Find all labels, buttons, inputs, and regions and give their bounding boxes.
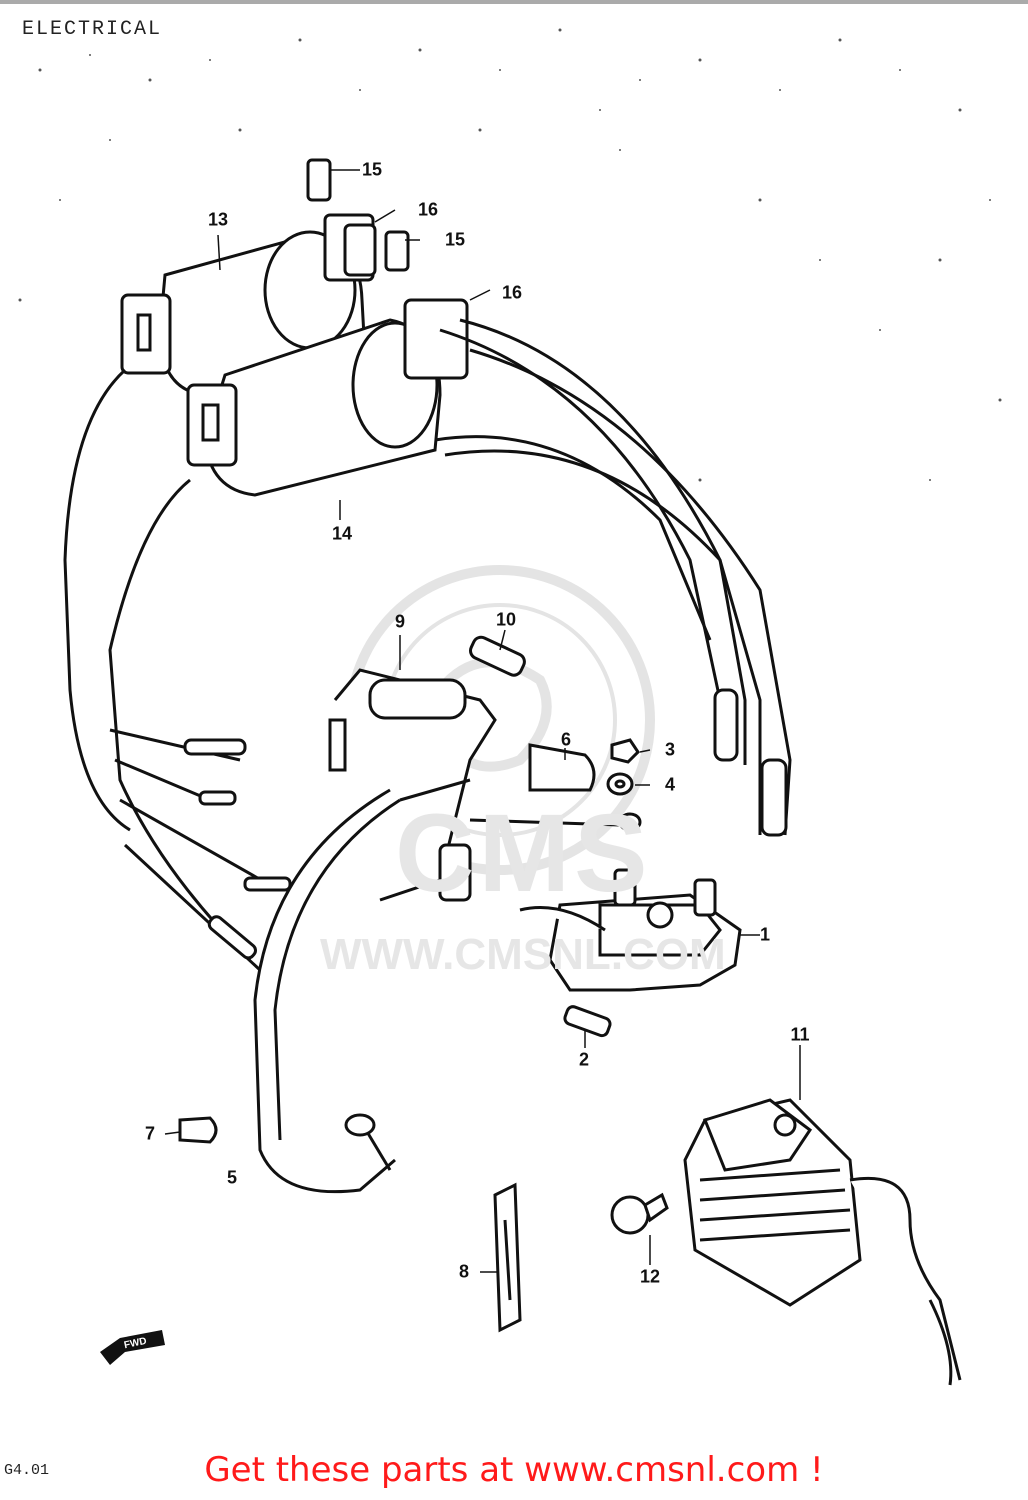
fuse-10	[469, 635, 526, 677]
starter-relay-1	[519, 868, 742, 992]
callout-1: 1	[759, 924, 771, 945]
callout-15-top: 15	[361, 159, 383, 180]
callout-16-top: 16	[417, 199, 439, 220]
fwd-arrow-icon	[100, 1330, 165, 1365]
regulator-rectifier-11	[683, 1098, 962, 1386]
callout-14: 14	[331, 523, 353, 544]
battery-cable-5	[253, 788, 401, 1194]
fuse-holder-9	[328, 668, 497, 902]
bracket-8	[493, 1182, 522, 1333]
callout-11: 11	[790, 1024, 810, 1045]
watermark-logo-text: CMS	[395, 792, 652, 915]
callout-7: 7	[144, 1123, 156, 1144]
promo-link[interactable]: Get these parts at www.cmsnl.com !	[204, 1450, 824, 1490]
lead-cap-6	[469, 743, 642, 832]
nut-3	[610, 738, 640, 764]
clamp-7	[178, 1116, 218, 1144]
callout-4: 4	[664, 774, 676, 795]
diagram-code: G4.01	[4, 1462, 50, 1479]
coil-wiring	[63, 368, 292, 972]
scan-noise	[0, 0, 1028, 482]
callout-15-mid: 15	[444, 229, 466, 250]
callout-8: 8	[458, 1261, 470, 1282]
callout-2: 2	[578, 1049, 590, 1070]
screw-12	[610, 1192, 669, 1235]
callout-3: 3	[664, 739, 676, 760]
callout-12: 12	[639, 1266, 661, 1287]
screw-2	[563, 1005, 612, 1038]
callout-5: 5	[226, 1167, 238, 1188]
watermark-url: WWW.CMSNL.COM	[320, 930, 726, 979]
callout-10: 10	[495, 609, 517, 630]
callout-16-right: 16	[501, 282, 523, 303]
callout-13: 13	[207, 209, 229, 230]
callout-9: 9	[394, 611, 406, 632]
bolts-and-clamps	[306, 158, 410, 277]
page-title: ELECTRICAL	[22, 18, 163, 41]
leader-lines	[164, 169, 801, 1273]
washer-4	[606, 772, 634, 796]
callout-6: 6	[560, 729, 572, 750]
high-tension-leads	[434, 318, 792, 837]
ignition-coil-14	[186, 298, 469, 497]
